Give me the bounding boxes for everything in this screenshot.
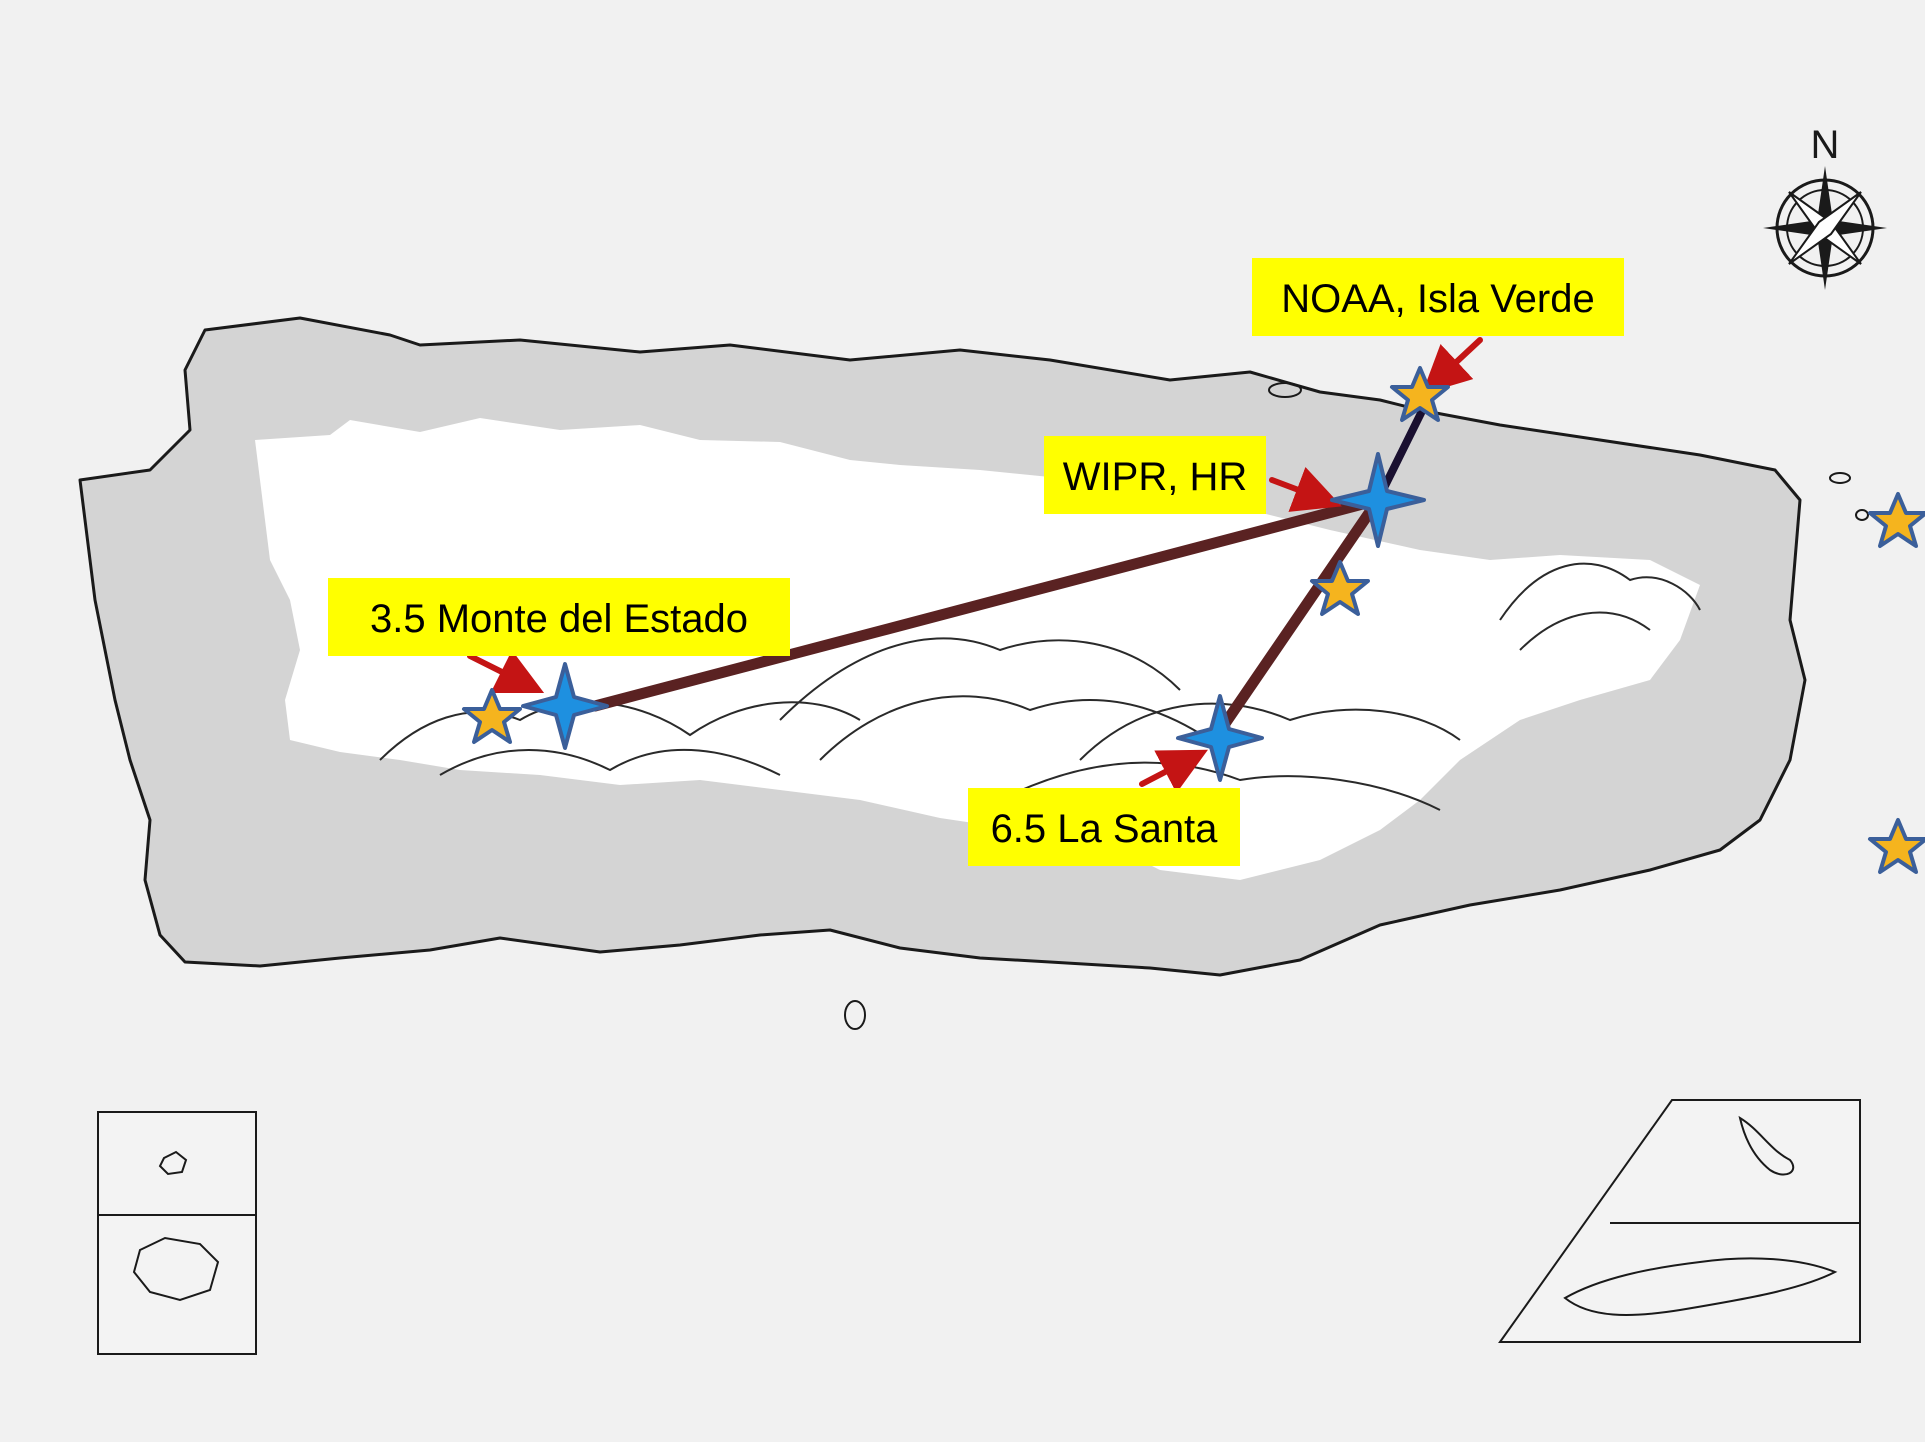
- highland-region: [255, 418, 1700, 880]
- gold-stars: [462, 366, 1925, 874]
- label-wipr-text: WIPR, HR: [1063, 455, 1247, 499]
- inset-left: [97, 1111, 257, 1355]
- link-monte-wipr: [589, 494, 1384, 712]
- star-icon: [462, 688, 522, 744]
- label-santa: 6.5 La Santa: [968, 788, 1240, 866]
- arrow-noaa: [1421, 337, 1483, 395]
- compass-rose: [1763, 166, 1887, 290]
- station-star-icon: [1330, 452, 1426, 548]
- compass-north-label: N: [1811, 123, 1840, 167]
- blue-stations: [521, 452, 1426, 782]
- star-icon: [1390, 366, 1450, 422]
- star-icon: [1868, 492, 1925, 548]
- callout-arrows: [467, 337, 1483, 794]
- label-monte: 3.5 Monte del Estado: [328, 578, 790, 656]
- arrow-wipr: [1269, 466, 1342, 512]
- label-monte-text: 3.5 Monte del Estado: [370, 597, 748, 641]
- arrow-santa: [1139, 749, 1208, 794]
- star-icon: [1310, 560, 1370, 616]
- star-icon: [1868, 818, 1925, 874]
- inset-right: [1498, 1099, 1861, 1343]
- label-santa-text: 6.5 La Santa: [991, 807, 1219, 851]
- offshore-islands: [844, 382, 1869, 1030]
- station-star-icon: [521, 662, 609, 750]
- label-noaa-text: NOAA, Isla Verde: [1281, 277, 1594, 321]
- arrow-monte: [467, 650, 545, 694]
- link-wipr-santa: [1216, 494, 1384, 734]
- label-wipr: WIPR, HR: [1044, 436, 1266, 514]
- station-star-icon: [1176, 694, 1264, 782]
- label-noaa: NOAA, Isla Verde: [1252, 258, 1624, 336]
- mountain-ridges: [379, 562, 1701, 811]
